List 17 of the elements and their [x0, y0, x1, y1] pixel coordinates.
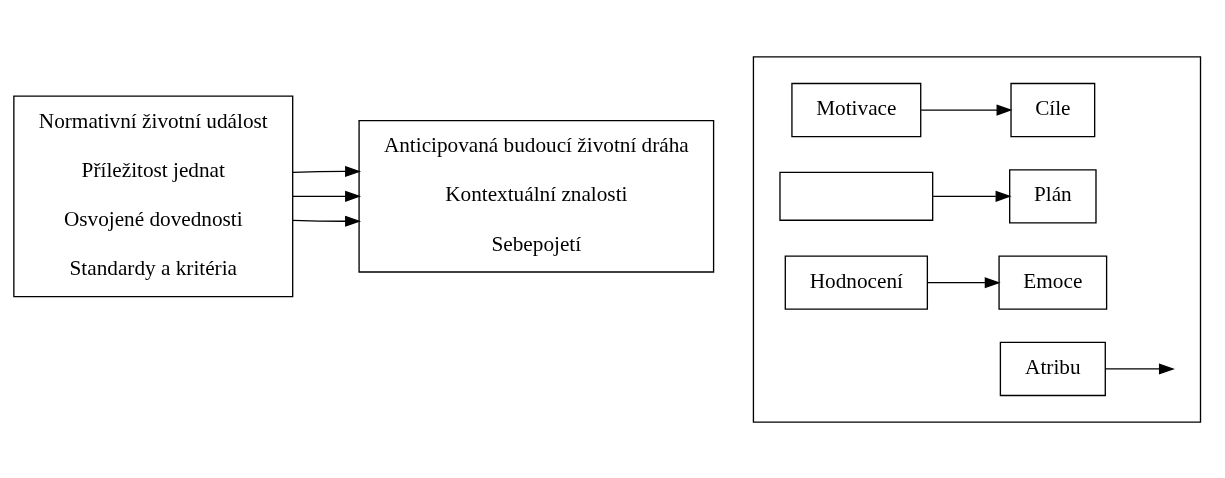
arrow [926, 276, 1001, 288]
node-box: Plán [1009, 168, 1097, 224]
arrow [292, 215, 362, 227]
node-box: Atribu [999, 341, 1106, 396]
node-box: Emoce [998, 254, 1108, 310]
arrow [292, 190, 362, 202]
node-box: Motivace [791, 82, 922, 137]
cluster [752, 55, 1202, 423]
node-box: Anticipovaná budoucí životní dráha Kontextuální znalosti Sebepojetí [358, 119, 715, 273]
arrow [920, 103, 1013, 116]
arrow [932, 190, 1012, 202]
arrow [292, 165, 362, 177]
node-box: Hodnocení [784, 254, 929, 310]
node-box: Normativní životní událost Příležitost jednat Osvojené dovednosti Standardy a kritéria [13, 94, 294, 297]
node-box [779, 171, 934, 221]
node-box: Cíle [1010, 82, 1096, 137]
arrow [1104, 362, 1175, 375]
